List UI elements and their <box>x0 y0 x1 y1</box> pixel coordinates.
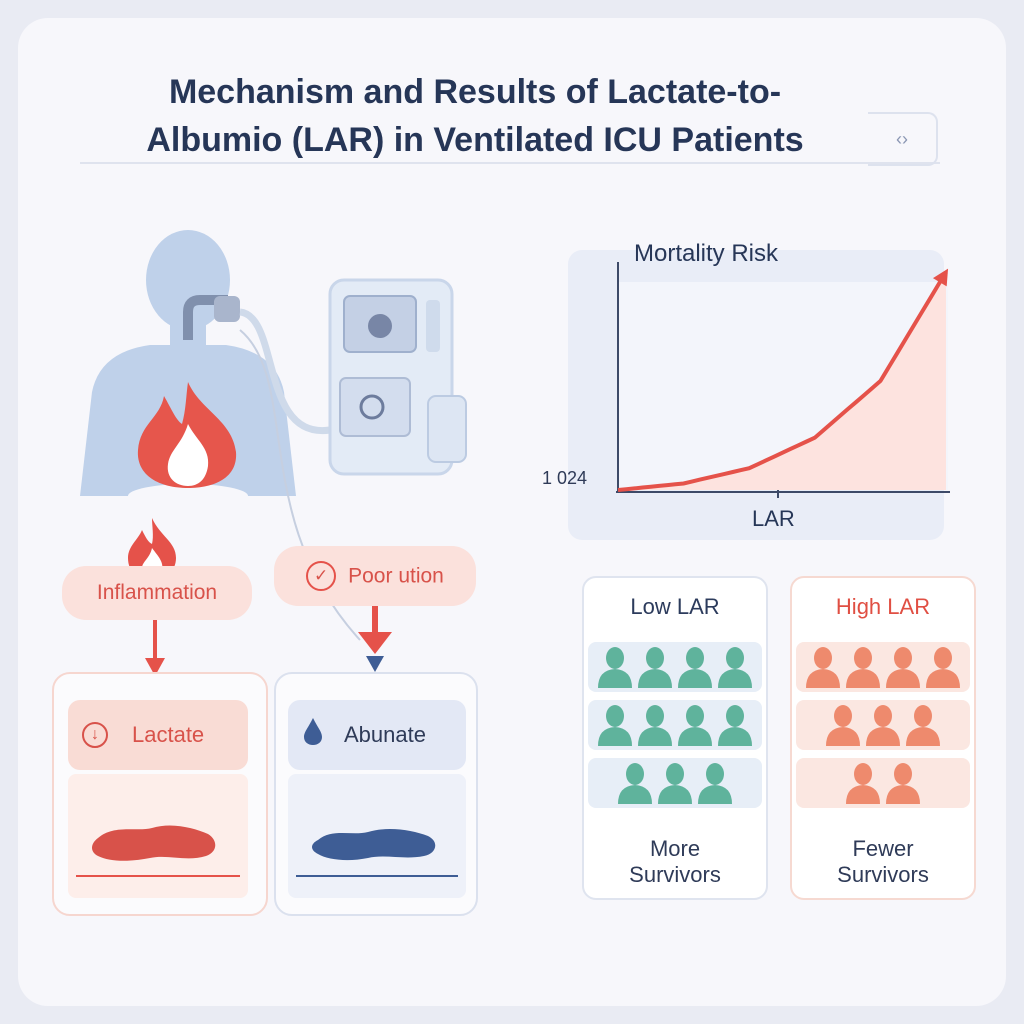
chart-tick-label: 1 024 <box>542 468 588 488</box>
person-icon <box>678 647 712 688</box>
inflammation-label: Inflammation <box>96 581 218 604</box>
group-footer-line-1: Fewer <box>852 836 914 861</box>
survivor-row <box>588 700 762 750</box>
arrow-down-circle-icon: ↓ <box>82 722 108 748</box>
chart-title: Mortality Risk <box>634 240 779 267</box>
ventilator-machine <box>328 278 467 476</box>
page-title: Mechanism and Results of Lactate-to- Alb… <box>0 68 950 164</box>
title-line-2: Albumio (LAR) in Ventilated ICU Patients <box>146 121 804 159</box>
person-icon <box>886 647 920 688</box>
lung-inflammation-flame <box>137 382 237 488</box>
person-icon <box>806 647 840 688</box>
chart-xlabel: LAR <box>752 506 795 531</box>
person-icon <box>846 763 880 804</box>
albumin-header: Abunate <box>288 700 466 770</box>
lactate-label: Lactate <box>132 722 205 747</box>
drop-icon <box>304 718 322 745</box>
person-icon <box>906 705 940 746</box>
oxygen-mask <box>214 296 240 322</box>
title-line-1: Mechanism and Results of Lactate-to- <box>168 73 782 111</box>
person-icon <box>658 763 692 804</box>
person-icon <box>638 647 672 688</box>
survivor-row <box>796 642 970 692</box>
survivor-row <box>796 700 970 750</box>
lactate-panel: ↓ Lactate <box>52 672 268 916</box>
group-title: High LAR <box>835 594 931 619</box>
person-icon <box>598 705 632 746</box>
person-icon <box>846 647 880 688</box>
person-icon <box>698 763 732 804</box>
arrow-down-icon <box>366 656 384 672</box>
person-icon <box>718 705 752 746</box>
person-icon <box>678 705 712 746</box>
poor-perfusion-label: Poor ution <box>348 564 444 588</box>
risk-area <box>618 272 946 490</box>
survivor-row <box>796 758 970 808</box>
inflammation-pill: Inflammation <box>62 566 252 620</box>
title-tag: ‹› <box>868 112 938 166</box>
lactate-header: ↓ Lactate <box>68 700 248 770</box>
group-footer-line-1: More <box>649 836 701 861</box>
poor-perfusion-pill: ✓ Poor ution <box>274 546 476 606</box>
group-footer-line-2: Survivors <box>629 862 721 887</box>
albumin-panel: Abunate <box>274 672 478 916</box>
person-icon <box>598 647 632 688</box>
check-circle-icon: ✓ <box>306 561 337 592</box>
person-icon <box>618 763 652 804</box>
title-underline <box>80 162 940 164</box>
group-title: Low LAR <box>630 594 720 619</box>
risk-arrow-icon <box>932 268 949 287</box>
person-icon <box>886 763 920 804</box>
survivor-row <box>588 642 762 692</box>
person-icon <box>826 705 860 746</box>
person-icon <box>718 647 752 688</box>
survivor-row <box>588 758 762 808</box>
person-icon <box>866 705 900 746</box>
albumin-label: Abunate <box>344 722 426 747</box>
arrow-down-icon <box>145 658 165 676</box>
group-footer-line-2: Survivors <box>837 862 929 887</box>
person-icon <box>926 647 960 688</box>
tissue-blue-icon <box>296 829 458 877</box>
tissue-red-icon <box>76 825 240 877</box>
person-icon <box>638 705 672 746</box>
risk-curve <box>617 270 948 492</box>
